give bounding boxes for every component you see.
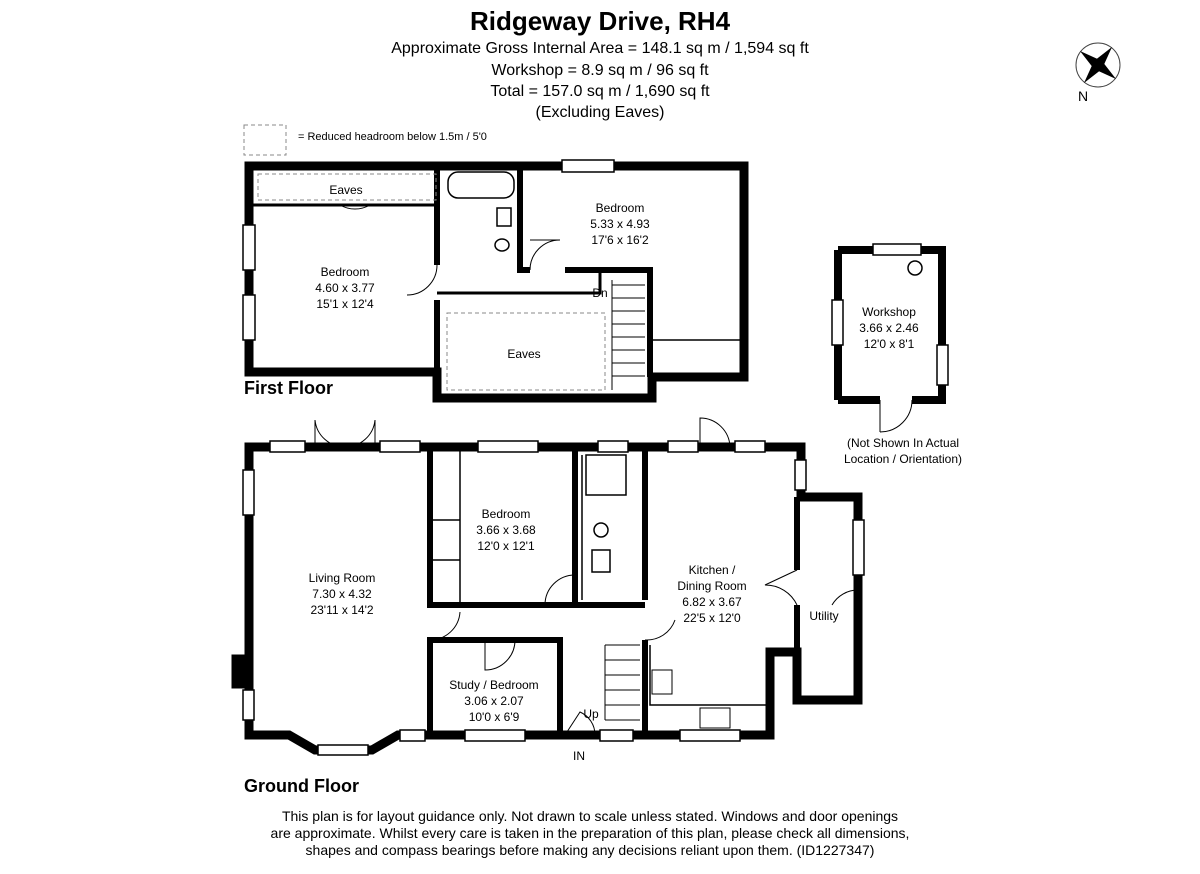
door: [699, 417, 731, 448]
compass-north: N: [1078, 88, 1088, 104]
legend-swatch: [243, 124, 287, 156]
room-metric: 6.82 x 3.67: [682, 595, 742, 609]
wall: [427, 447, 578, 608]
disclaimer-line: This plan is for layout guidance only. N…: [281, 808, 899, 824]
room-name: Dining Room: [677, 579, 746, 593]
room-name: Study / Bedroom: [449, 678, 538, 692]
eaves-bottom-label: Eaves: [507, 347, 540, 361]
wall: [437, 270, 602, 295]
sink-icon: [699, 707, 731, 729]
room-name: Bedroom: [482, 507, 531, 521]
toilet-icon: [593, 522, 609, 538]
front-door: [564, 711, 596, 736]
eaves-note: (Excluding Eaves): [535, 104, 665, 121]
window: [561, 159, 615, 173]
toilet-icon: [907, 260, 923, 276]
room-name: Bedroom: [321, 265, 370, 279]
workshop-plan: [831, 243, 949, 433]
legend-text: = Reduced headroom below 1.5m / 5'0: [298, 131, 487, 143]
window: [831, 299, 844, 346]
wall: [517, 166, 653, 377]
room-name: Kitchen /: [689, 563, 736, 577]
room-imperial: 12'0 x 12'1: [477, 539, 535, 553]
workshop-note: Location / Orientation): [844, 452, 962, 466]
gross-area: Approximate Gross Internal Area = 148.1 …: [391, 40, 809, 57]
first-floor-label: First Floor: [244, 378, 333, 398]
entrance-label: IN: [573, 749, 585, 763]
room-name: Bedroom: [596, 201, 645, 215]
room-name: Living Room: [309, 571, 376, 585]
room-name: Utility: [809, 609, 838, 623]
door: [879, 399, 913, 433]
stairs-icon: [604, 644, 640, 721]
room-imperial: 22'5 x 12'0: [683, 611, 741, 625]
plan-title: Ridgeway Drive, RH4: [469, 6, 731, 36]
stairs-icon: [612, 284, 645, 377]
total-area: Total = 157.0 sq m / 1,690 sq ft: [490, 83, 710, 100]
disclaimer: This plan is for layout guidance only. N…: [240, 808, 940, 859]
eaves-top-area: [257, 173, 437, 201]
hob-icon: [651, 669, 673, 695]
french-doors: [314, 419, 376, 448]
wardrobe: [430, 447, 461, 605]
worktop: [649, 645, 770, 706]
stairs-down-label: Dn: [592, 286, 607, 300]
eaves-bottom-area: [446, 312, 606, 391]
workshop-note: (Not Shown In Actual: [847, 436, 959, 450]
shower-icon: [585, 454, 627, 496]
room-imperial: 15'1 x 12'4: [316, 297, 374, 311]
windows: [242, 440, 865, 756]
window: [242, 224, 256, 271]
room-metric: 3.66 x 2.46: [859, 321, 919, 335]
eaves-top-label: Eaves: [329, 183, 362, 197]
first-floor-plan: [242, 159, 749, 403]
workshop-area: Workshop = 8.9 sq m / 96 sq ft: [491, 62, 709, 79]
room-metric: 4.60 x 3.77: [315, 281, 375, 295]
room-imperial: 17'6 x 16'2: [591, 233, 649, 247]
ground-floor-outer-wall: [244, 442, 863, 755]
ground-floor-label: Ground Floor: [244, 776, 359, 796]
window: [242, 294, 256, 341]
window: [936, 344, 949, 386]
stairs-up-label: Up: [583, 707, 599, 721]
wall: [575, 447, 648, 735]
room-imperial: 10'0 x 6'9: [469, 710, 520, 724]
compass-icon: [1075, 42, 1121, 88]
basin-icon: [591, 549, 611, 573]
disclaimer-line: shapes and compass bearings before makin…: [305, 842, 875, 858]
room-metric: 3.66 x 3.68: [476, 523, 536, 537]
toilet-icon: [494, 238, 510, 252]
room-metric: 3.06 x 2.07: [464, 694, 524, 708]
ground-floor-plan: [231, 417, 865, 756]
chimney: [231, 654, 246, 689]
room-imperial: 12'0 x 8'1: [864, 337, 915, 351]
disclaimer-line: are approximate. Whilst every care is ta…: [270, 825, 910, 841]
window: [872, 243, 922, 256]
basin-icon: [496, 207, 512, 227]
room-metric: 7.30 x 4.32: [312, 587, 372, 601]
room-name: Workshop: [862, 305, 916, 319]
room-imperial: 23'11 x 14'2: [310, 603, 373, 617]
bath-icon: [447, 171, 515, 199]
first-floor-outer-wall: [244, 161, 749, 403]
room-metric: 5.33 x 4.93: [590, 217, 650, 231]
